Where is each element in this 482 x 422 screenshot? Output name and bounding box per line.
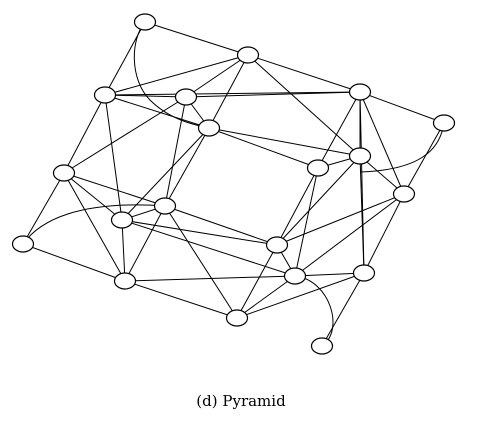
graph-edge [104, 91, 361, 96]
graph-node [133, 13, 157, 31]
graph-edge [121, 219, 126, 282]
graph-edge [294, 272, 365, 277]
graph-edge [247, 54, 361, 157]
graph-node [225, 309, 249, 327]
graph-edges [22, 21, 445, 347]
graph-edge [208, 127, 361, 157]
graph-edge [208, 54, 249, 129]
graph-edge [63, 172, 126, 282]
graph-node [392, 185, 416, 203]
graph-edge [294, 193, 405, 277]
graph-edge [164, 205, 238, 319]
graph-node [93, 86, 117, 104]
graph-curved-edge [359, 122, 445, 173]
graph-node [310, 337, 334, 355]
graph-edge [164, 127, 210, 207]
graph-curved-edge [133, 21, 210, 129]
graph-edge [185, 54, 249, 98]
graph-edge [185, 91, 361, 98]
graph-node [348, 83, 372, 101]
graph-node [174, 88, 198, 106]
graph-edge [359, 155, 365, 274]
graph-node [265, 236, 289, 254]
graph-node [110, 211, 134, 229]
graph-edge [247, 54, 361, 93]
graph-edge [236, 272, 365, 319]
graph-edge [121, 219, 278, 246]
graph-edge [294, 167, 319, 277]
graph-edge [363, 193, 405, 274]
graph-node [432, 114, 456, 132]
graph-edge [63, 172, 123, 221]
graph-edge [104, 94, 210, 129]
graph-node [348, 147, 372, 165]
graph-edge [144, 21, 249, 56]
graph-edge [359, 91, 405, 195]
graph-edge [359, 91, 445, 124]
graph-node [11, 235, 35, 253]
graph-edge [236, 275, 296, 319]
graph-curved-edge [22, 204, 166, 245]
graph-edge [63, 172, 166, 207]
graph-node [113, 272, 137, 290]
graph-edge [208, 127, 319, 169]
graph-node [197, 119, 221, 137]
graph-node [283, 267, 307, 285]
graph-edge [104, 94, 123, 221]
graph-edge [124, 275, 296, 282]
graph-node [236, 46, 260, 64]
graph-edge [63, 96, 187, 174]
graph-node [153, 197, 177, 215]
graph-edge [317, 91, 361, 169]
graph-edge [276, 155, 361, 246]
figure-caption: (d) Pyramid [196, 392, 286, 410]
graph-edge [321, 272, 365, 347]
graph-edge [276, 193, 405, 246]
graph-node [306, 159, 330, 177]
graph-nodes [11, 13, 456, 355]
graph-edge [124, 280, 238, 319]
graph-edge [22, 172, 65, 245]
graph-node [52, 164, 76, 182]
graph-edge [403, 122, 445, 195]
graph-edge [121, 219, 296, 277]
graph-node [352, 264, 376, 282]
graph-edge [124, 205, 166, 282]
graph-edge [236, 244, 278, 319]
graph-edge [276, 167, 319, 246]
graph-edge [104, 54, 249, 96]
graph-edge [22, 243, 126, 282]
graph-edge [164, 96, 187, 207]
graph-edge [164, 205, 278, 246]
graph-edge [63, 94, 106, 174]
